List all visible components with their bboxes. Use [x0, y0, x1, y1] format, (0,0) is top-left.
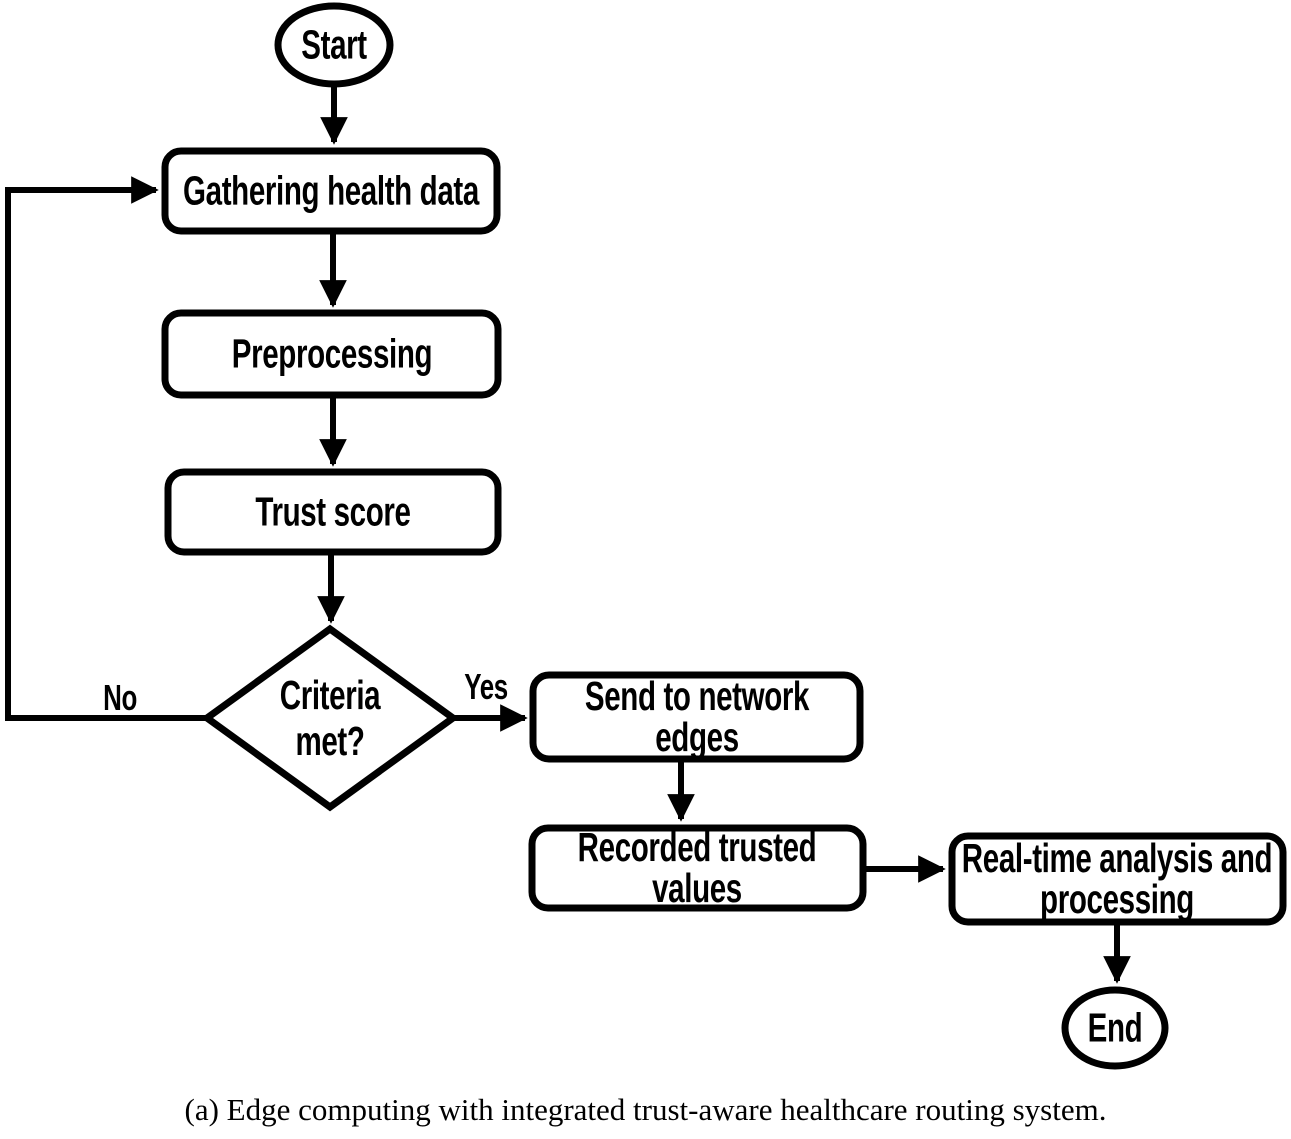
gathering-process-shape — [161, 147, 501, 235]
realtime-label: Real-time analysis and processing — [961, 835, 1273, 922]
figure-caption: (a) Edge computing with integrated trust… — [184, 1092, 1107, 1127]
criteria-label: Criteria met? — [279, 672, 381, 764]
criteria-decision-shape — [201, 624, 459, 812]
realtime-process-shape — [948, 832, 1287, 926]
no-branch-label: No — [103, 677, 137, 718]
trust-score-label: Trust score — [255, 488, 411, 535]
gathering-label: Gathering health data — [183, 167, 479, 214]
start-terminator-shape — [274, 2, 394, 88]
start-label: Start — [301, 21, 367, 68]
yes-branch-label: Yes — [464, 666, 508, 707]
end-terminator-shape — [1061, 986, 1169, 1070]
recorded-label: Recorded trusted values — [577, 824, 817, 911]
end-label: End — [1087, 1004, 1143, 1051]
recorded-process-shape — [528, 824, 867, 912]
send-edges-label: Send to network edges — [584, 673, 810, 760]
preprocessing-label: Preprocessing — [231, 330, 433, 377]
send-edges-process-shape — [529, 671, 864, 763]
arrow-no-criteria-to-gathering — [5, 176, 207, 721]
trust-score-process-shape — [164, 468, 502, 556]
preprocessing-process-shape — [161, 309, 502, 399]
